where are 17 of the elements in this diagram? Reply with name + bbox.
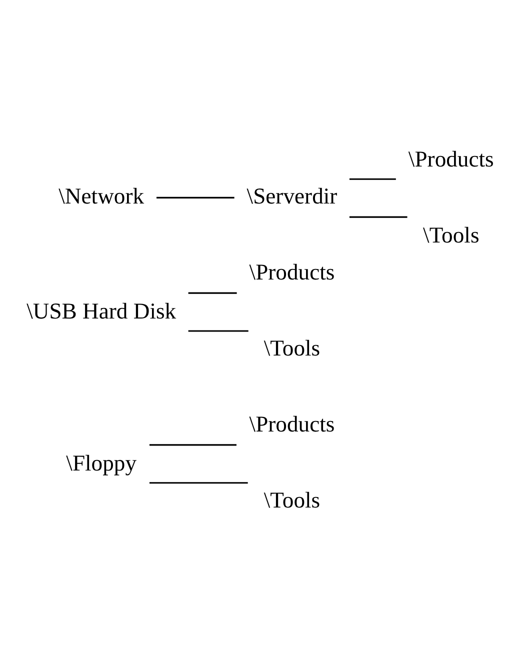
node-text: \Floppy: [66, 450, 137, 476]
node-text: \USB Hard Disk: [26, 298, 176, 324]
node-text: \Products: [408, 146, 494, 172]
connector: [349, 178, 396, 180]
connector: [188, 330, 248, 332]
connector: [188, 292, 237, 294]
node-text: \Tools: [423, 222, 480, 248]
node-text: \Tools: [264, 487, 320, 512]
node-text: \Serverdir: [246, 184, 338, 209]
node-text: \Products: [249, 260, 335, 285]
connector: [149, 482, 248, 484]
node-text: \Products: [249, 411, 335, 436]
node-text: \Network: [58, 184, 144, 209]
connector: [156, 196, 234, 199]
connector: [349, 216, 408, 218]
connector: [149, 444, 236, 446]
node-text: \Tools: [264, 336, 320, 361]
